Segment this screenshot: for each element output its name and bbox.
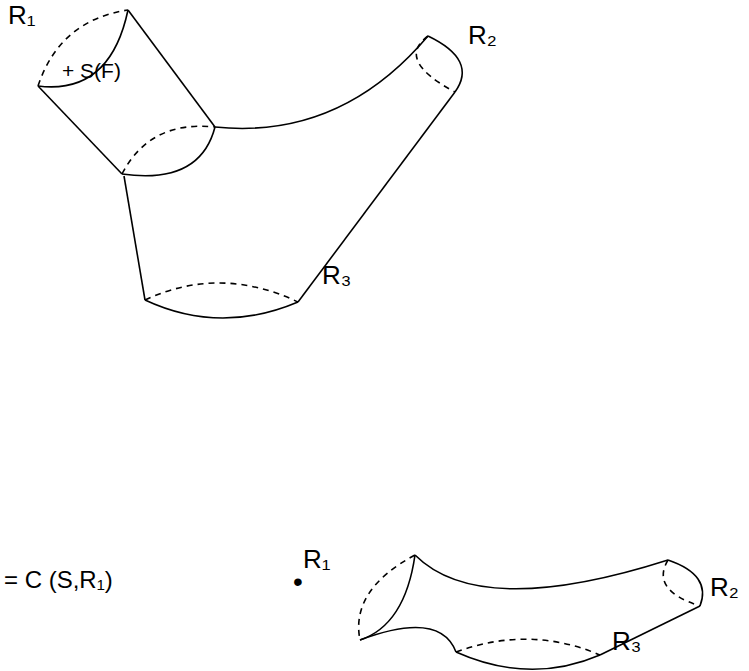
part-label: R₂	[710, 574, 739, 600]
factor-label: = C (S,R₁)	[4, 568, 113, 592]
action-label: + S(F)	[62, 60, 121, 81]
part-label: R₃	[612, 628, 641, 654]
part-label: R₂	[468, 22, 497, 48]
product-symbol: •	[293, 568, 303, 596]
part-label: R₁	[8, 2, 36, 28]
part-label: R₁	[303, 546, 331, 572]
part-label: R₃	[322, 262, 351, 288]
